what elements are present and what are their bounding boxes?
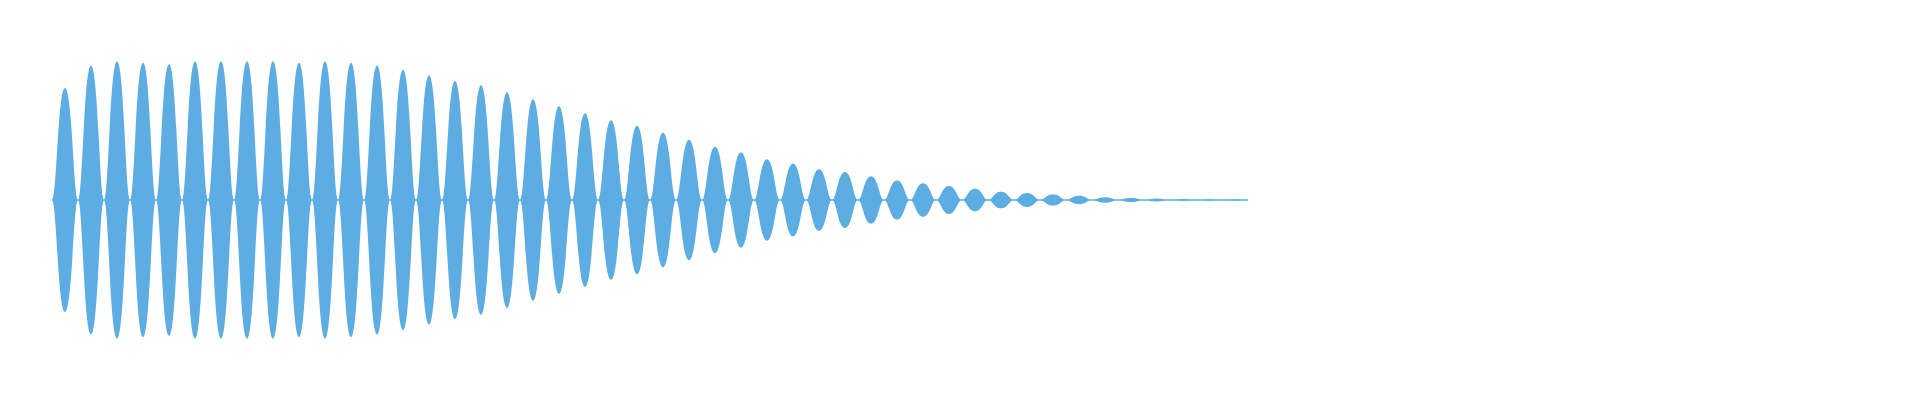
waveform-lobes (52, 61, 1248, 339)
